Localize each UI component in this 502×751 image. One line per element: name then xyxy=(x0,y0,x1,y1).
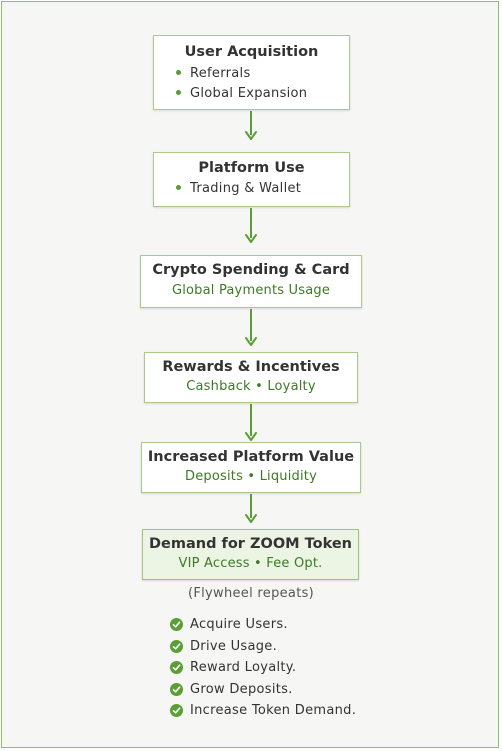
node-subtitle: Deposits • Liquidity xyxy=(184,469,317,484)
list-item: Trading & Wallet xyxy=(176,179,349,199)
dot-icon xyxy=(176,90,181,95)
checklist-item: Reward Loyalty. xyxy=(170,657,356,679)
flywheel-note: (Flywheel repeats) xyxy=(187,586,315,601)
check-circle-icon xyxy=(170,704,183,718)
node-rewards-incentives: Rewards & Incentives Cashback • Loyalty xyxy=(144,352,358,403)
check-circle-icon xyxy=(170,661,183,675)
arrow-down-icon xyxy=(245,494,257,523)
arrow-down-icon xyxy=(245,208,257,243)
checklist-item: Increase Token Demand. xyxy=(170,700,356,722)
checklist: Acquire Users. Drive Usage. Reward Loyal… xyxy=(170,614,356,722)
dot-icon xyxy=(176,70,181,75)
list-item: Global Expansion xyxy=(176,84,349,104)
node-title: Platform Use xyxy=(198,160,305,176)
list-item: Referrals xyxy=(176,64,349,84)
check-circle-icon xyxy=(170,618,183,632)
node-bullet-list: Trading & Wallet xyxy=(176,179,349,199)
node-title: User Acquisition xyxy=(184,44,319,60)
node-crypto-spending: Crypto Spending & Card Global Payments U… xyxy=(140,255,362,308)
node-bullet-list: Referrals Global Expansion xyxy=(176,64,349,104)
node-subtitle: Global Payments Usage xyxy=(171,283,331,298)
checklist-item: Drive Usage. xyxy=(170,636,356,658)
node-title: Demand for ZOOM Token xyxy=(149,536,352,552)
node-title: Rewards & Incentives xyxy=(162,359,340,375)
check-circle-icon xyxy=(170,639,183,653)
node-subtitle: Cashback • Loyalty xyxy=(186,379,316,394)
node-title: Increased Platform Value xyxy=(147,449,355,465)
checklist-item: Acquire Users. xyxy=(170,614,356,636)
dot-icon xyxy=(176,185,181,190)
node-demand-zoom-token: Demand for ZOOM Token VIP Access • Fee O… xyxy=(142,529,359,580)
node-user-acquisition: User Acquisition Referrals Global Expans… xyxy=(153,35,350,110)
node-increased-platform-value: Increased Platform Value Deposits • Liqu… xyxy=(141,442,361,493)
checklist-item: Grow Deposits. xyxy=(170,679,356,701)
arrow-down-icon xyxy=(245,404,257,441)
arrow-down-icon xyxy=(245,309,257,346)
arrow-down-icon xyxy=(245,111,257,140)
node-title: Crypto Spending & Card xyxy=(152,262,350,278)
check-circle-icon xyxy=(170,682,183,696)
node-platform-use: Platform Use Trading & Wallet xyxy=(153,152,350,207)
node-subtitle: VIP Access • Fee Opt. xyxy=(178,556,323,571)
